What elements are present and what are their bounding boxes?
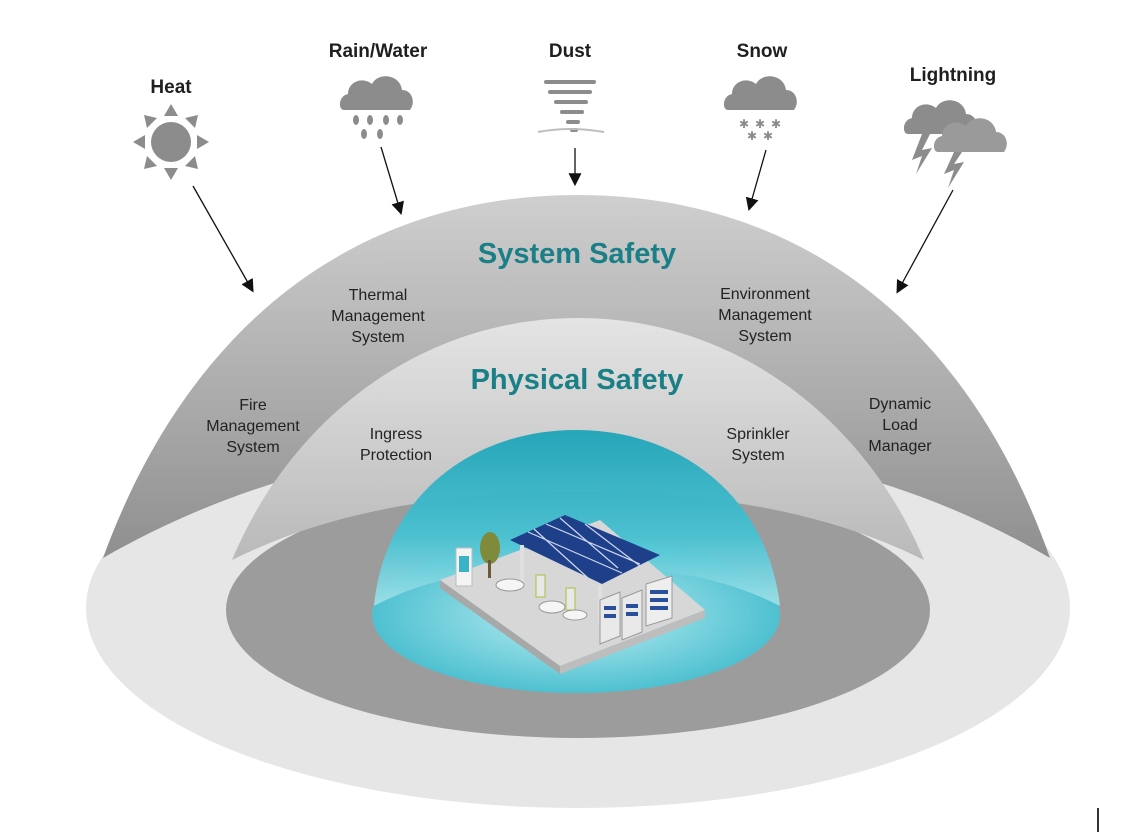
environment-management-label: Environment Management System (718, 286, 812, 345)
fire-management-label: Fire Management System (206, 397, 300, 456)
hazard-label-dust: Dust (548, 41, 592, 62)
ingress-protection-label: Ingress Protection (359, 426, 433, 464)
hazard-label-heat: Heat (150, 77, 192, 98)
snow-cloud-icon: ✱ ✱ ✱ ✱ ✱ (723, 76, 797, 143)
sprinkler-system-label: Sprinkler System (726, 426, 790, 464)
text-cursor (1097, 808, 1099, 832)
rain-arrow (380, 146, 404, 215)
thermal-management-label: Thermal Management System (331, 287, 425, 346)
hazard-label-snow: Snow (736, 41, 788, 62)
physical-safety-title: Physical Safety (470, 364, 684, 396)
dynamic-load-manager-label: Dynamic Load Manager (868, 396, 932, 455)
svg-text:✱: ✱ (771, 117, 781, 131)
lightning-arrow (896, 189, 954, 294)
svg-text:✱: ✱ (763, 129, 773, 143)
hazard-arrows (192, 146, 954, 294)
hazard-label-rain-water: Rain/Water (328, 41, 428, 62)
charging-station-illustration (440, 515, 705, 674)
inner-dome (374, 430, 780, 606)
hazard-label-lightning: Lightning (909, 65, 997, 86)
rain-cloud-icon (339, 76, 413, 139)
lightning-cloud-icon (903, 100, 1007, 188)
svg-text:✱: ✱ (739, 117, 749, 131)
svg-text:✱: ✱ (747, 129, 757, 143)
svg-text:✱: ✱ (755, 117, 765, 131)
snow-arrow (745, 149, 767, 211)
system-safety-title: System Safety (477, 238, 677, 270)
sun-icon (133, 104, 209, 180)
tornado-icon (537, 80, 605, 133)
heat-arrow (192, 185, 254, 293)
